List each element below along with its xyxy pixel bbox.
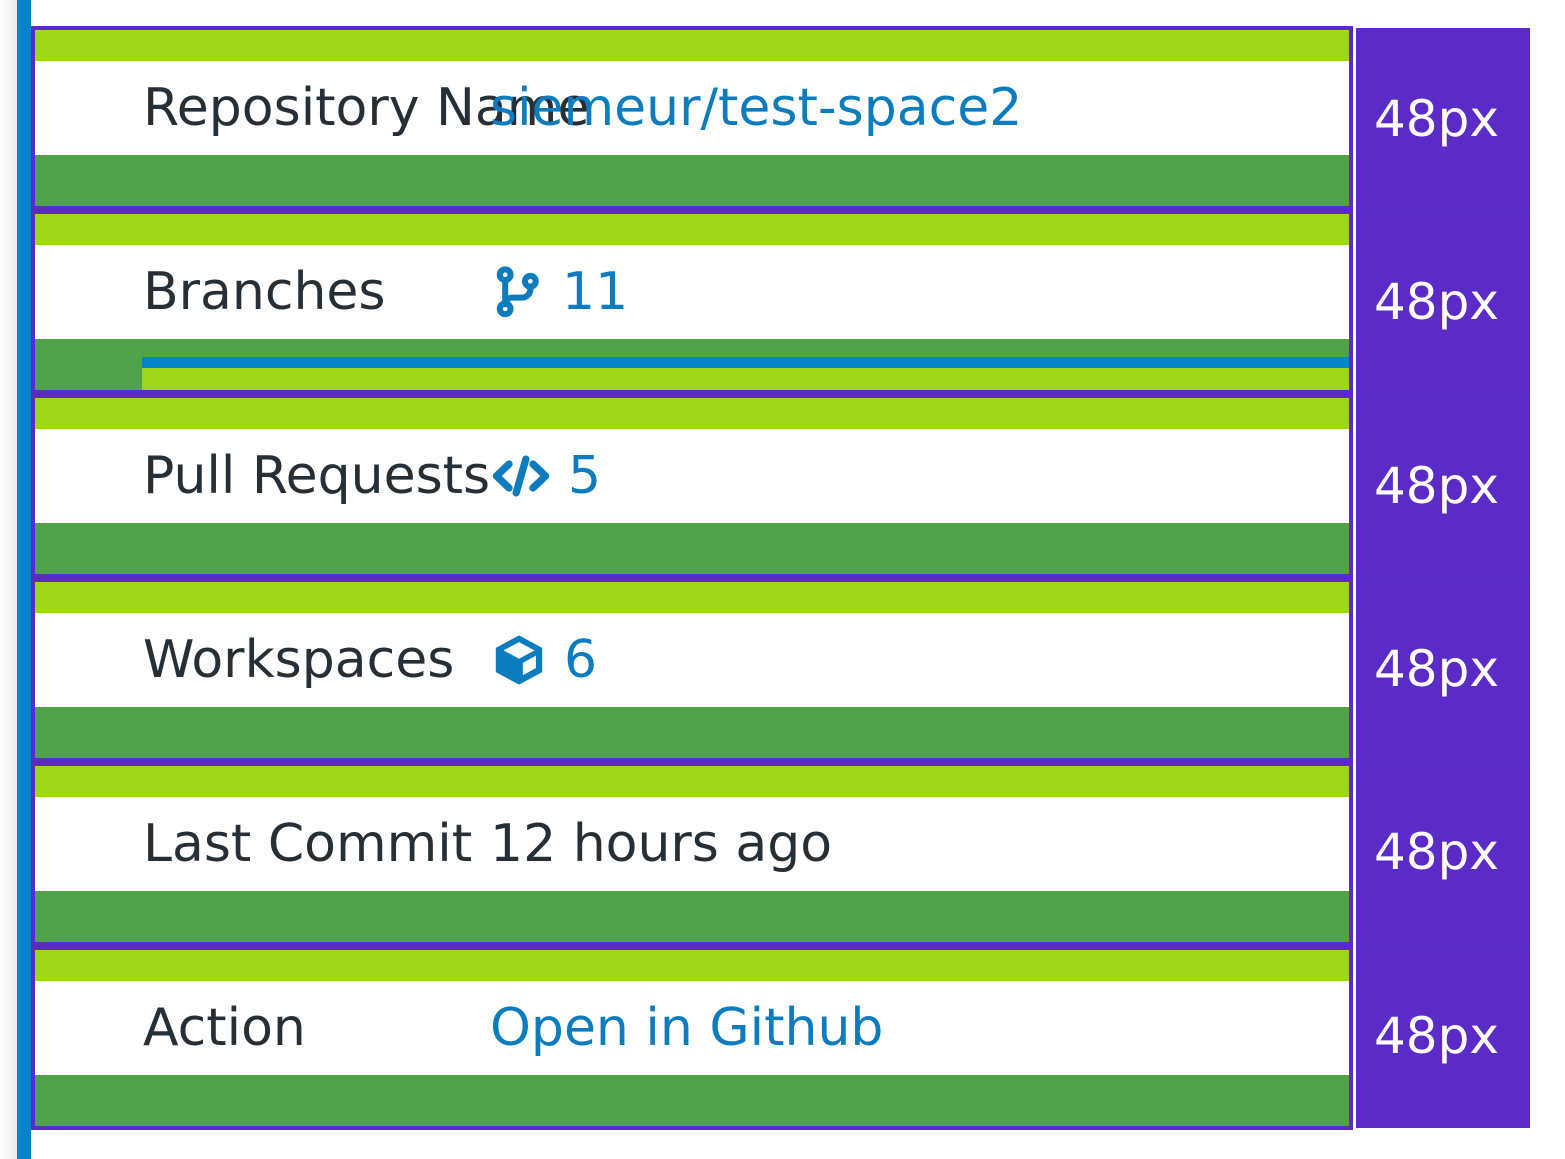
row-label: Pull Requests — [143, 446, 491, 506]
measurement-column: 48px 48px 48px 48px 48px 48px — [1356, 28, 1530, 1128]
row-repository-name[interactable]: Repository Name siemeur/test-space2 — [31, 26, 1353, 210]
row-label: Last Commit — [143, 814, 473, 874]
row-branches[interactable]: Branches 11 — [31, 210, 1353, 394]
cube-package-icon — [490, 631, 548, 689]
nested-blue-rule — [142, 357, 1349, 368]
measure-label-row-5: 48px — [1356, 761, 1530, 945]
branch-count: 11 — [562, 262, 629, 322]
row-top-lime-band — [35, 766, 1349, 797]
measure-label-row-6: 48px — [1374, 1007, 1499, 1066]
open-in-github-link[interactable]: Open in Github — [490, 998, 884, 1058]
row-top-lime-band — [35, 582, 1349, 613]
row-content: Workspaces 6 — [35, 613, 1349, 707]
row-top-lime-band — [35, 950, 1349, 981]
row-action[interactable]: Action Open in Github — [31, 946, 1353, 1130]
measure-label-row-3: 48px — [1356, 395, 1530, 578]
row-value-last-commit: 12 hours ago — [490, 814, 833, 874]
row-value-branches[interactable]: 11 — [490, 264, 1349, 320]
row-workspaces[interactable]: Workspaces 6 — [31, 578, 1353, 762]
row-bottom-green-band — [35, 523, 1349, 574]
row-content: Action Open in Github — [35, 981, 1349, 1075]
row-value-repository-link[interactable]: siemeur/test-space2 — [490, 78, 1023, 138]
row-value-workspaces[interactable]: 6 — [490, 631, 1349, 689]
measure-label-row-1: 48px — [1356, 28, 1530, 212]
left-blue-rail — [17, 0, 31, 1159]
row-top-lime-band — [35, 30, 1349, 61]
row-content: Repository Name siemeur/test-space2 — [35, 61, 1349, 155]
row-value-pull-requests[interactable]: 5 — [490, 448, 1349, 504]
row-top-lime-band — [35, 214, 1349, 245]
code-brackets-icon — [490, 448, 552, 504]
git-branch-icon — [490, 264, 546, 320]
nested-green-band — [142, 339, 1349, 357]
nested-lime-band — [142, 368, 1349, 390]
pull-request-count: 5 — [568, 446, 602, 506]
row-content: Pull Requests 5 — [35, 429, 1349, 523]
workspace-count: 6 — [564, 630, 598, 690]
row-pull-requests[interactable]: Pull Requests 5 — [31, 394, 1353, 578]
row-label: Action — [143, 998, 306, 1058]
left-edge-shadow — [0, 0, 17, 1159]
repository-detail-rows: Repository Name siemeur/test-space2 Bran… — [31, 26, 1353, 1130]
measure-label-row-4: 48px — [1356, 578, 1530, 762]
row-top-lime-band — [35, 398, 1349, 429]
row-content: Last Commit 12 hours ago — [35, 797, 1349, 891]
row-bottom-green-band — [35, 891, 1349, 942]
row-label: Repository Name — [143, 78, 590, 138]
row-label: Workspaces — [143, 630, 455, 690]
row-last-commit[interactable]: Last Commit 12 hours ago — [31, 762, 1353, 946]
row-label: Branches — [143, 262, 386, 322]
nested-measure-block — [142, 339, 1349, 390]
measure-label-row-2: 48px — [1356, 211, 1530, 395]
row-bottom-green-band — [35, 155, 1349, 206]
row-bottom-green-band — [35, 1075, 1349, 1126]
row-bottom-green-band — [35, 707, 1349, 758]
row-content: Branches 11 — [35, 245, 1349, 339]
